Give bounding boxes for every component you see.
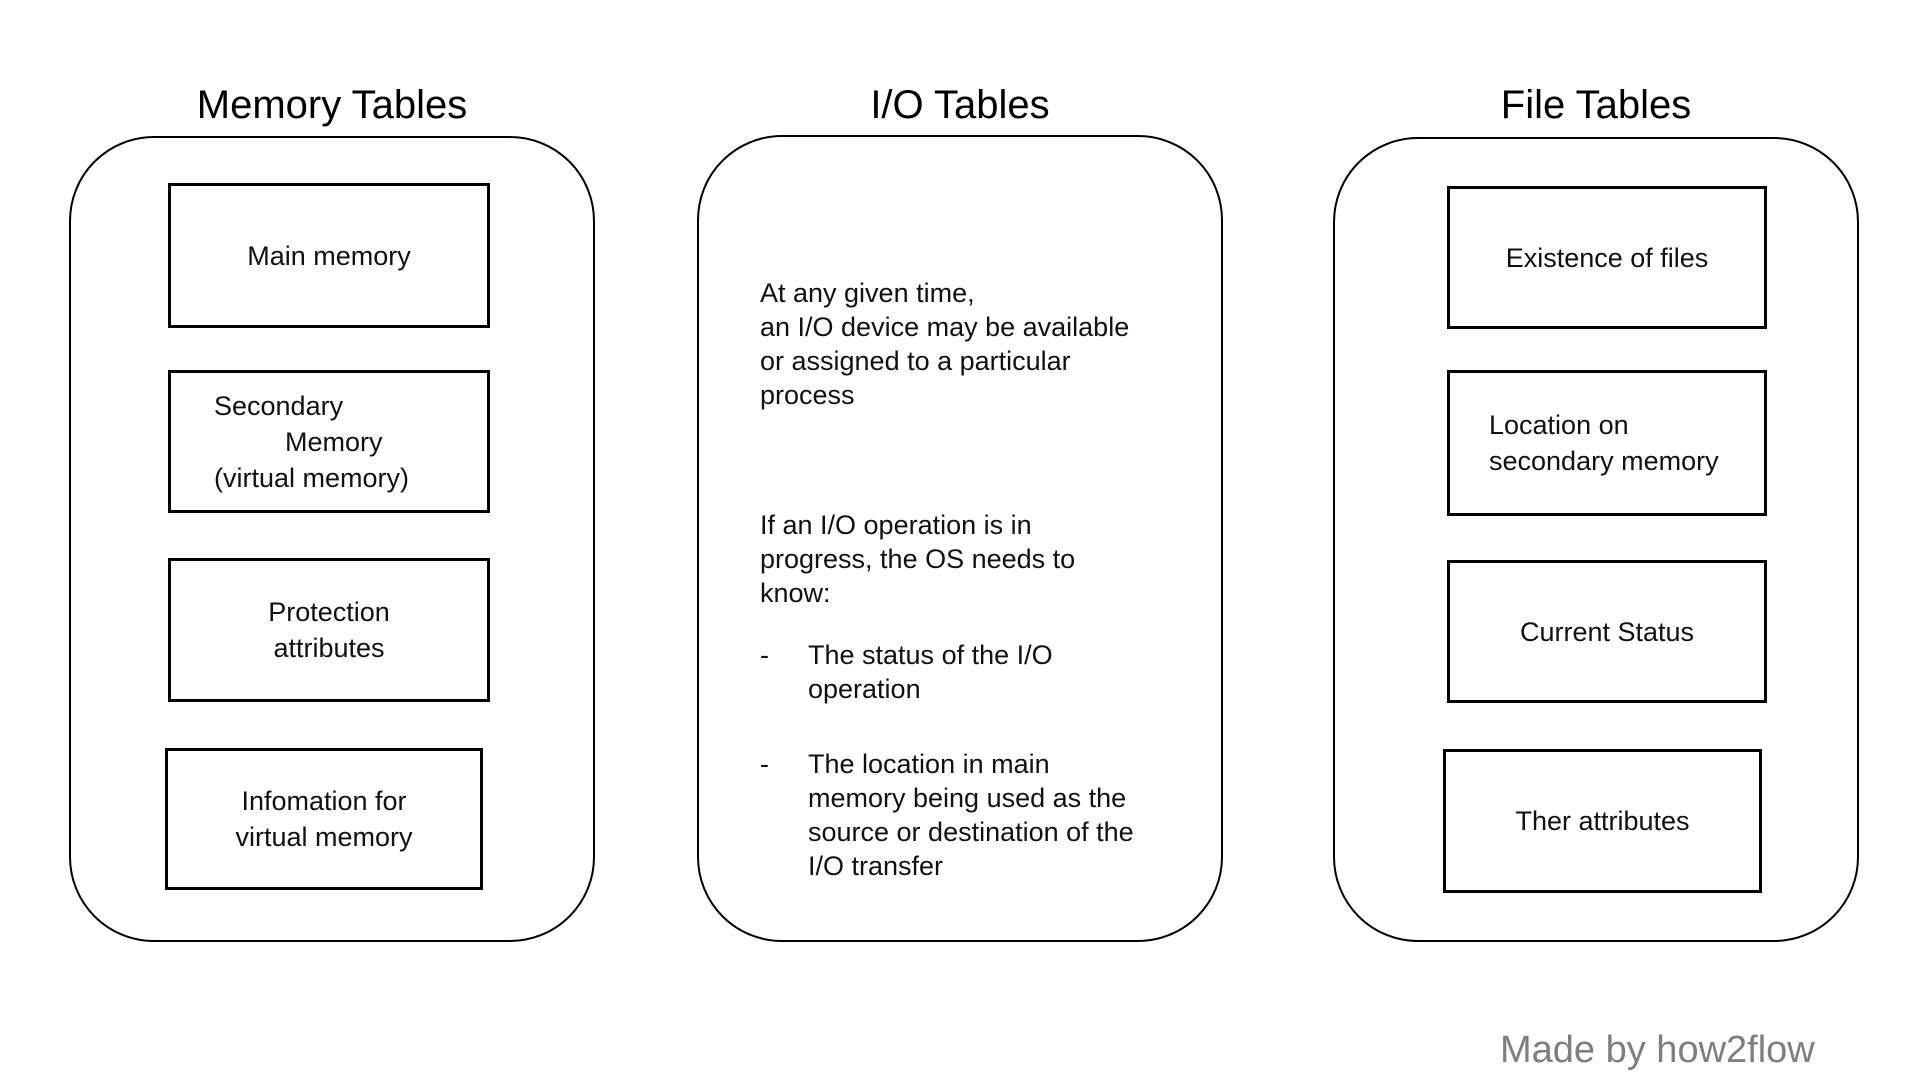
secondary-memory-line1: Secondary [214,390,344,421]
existence-of-files-label: Existence of files [1505,242,1709,273]
secondary-memory-box: Secondary Memory (virtual memory) [168,370,490,513]
existence-of-files-box: Existence of files [1447,186,1767,329]
current-status-label: Current Status [1519,616,1695,647]
io-tables-title: I/O Tables [870,83,1050,127]
io-bullet-status-text: The status of the I/O operation [808,640,1053,704]
secondary-memory-line2: Memory [285,426,383,457]
secondary-memory-line3: (virtual memory) [214,462,410,493]
io-bullet-location-text: The location in main memory being used a… [808,749,1134,881]
file-tables-title: File Tables [1500,83,1692,127]
io-operation-paragraph: If an I/O operation is in progress, the … [760,510,1076,608]
protection-attributes-box: Protection attributes [168,558,490,702]
credit-text: Made by how2flow [1500,1029,1815,1071]
io-bullet-status: - The status of the I/O operation [760,638,1205,706]
main-memory-label: Main memory [247,240,411,271]
information-virtual-memory-label: Infomation for virtual memory [235,786,413,852]
io-bullet-location: - The location in main memory being used… [760,747,1205,883]
main-memory-box: Main memory [168,183,490,328]
protection-attributes-label: Protection attributes [268,597,390,663]
location-secondary-memory-box: Location on secondary memory [1447,370,1767,516]
bullet-dash-icon: - [760,640,769,670]
information-virtual-memory-box: Infomation for virtual memory [165,748,483,890]
current-status-box: Current Status [1447,560,1767,703]
io-availability-paragraph: At any given time, an I/O device may be … [760,278,1130,410]
memory-tables-title: Memory Tables [196,83,468,127]
location-secondary-memory-label: Location on secondary memory [1489,410,1719,476]
bullet-dash-icon: - [760,749,769,779]
ther-attributes-label: Ther attributes [1515,806,1690,836]
io-tables-panel [697,135,1223,942]
ther-attributes-box: Ther attributes [1443,749,1762,893]
